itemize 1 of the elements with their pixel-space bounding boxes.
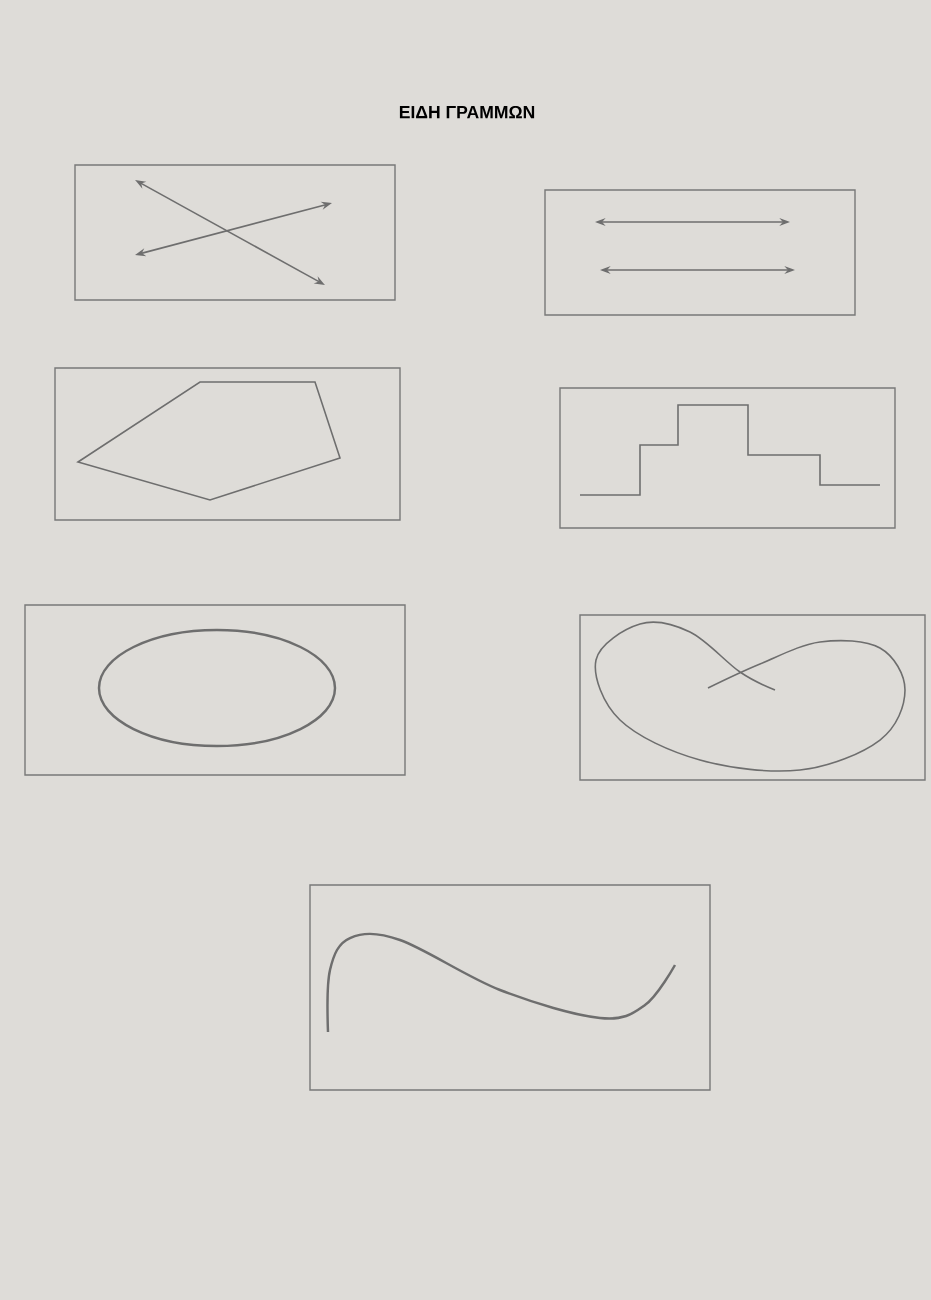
title: ΕΙΔΗ ΓΡΑΜΜΩΝ xyxy=(399,105,535,119)
